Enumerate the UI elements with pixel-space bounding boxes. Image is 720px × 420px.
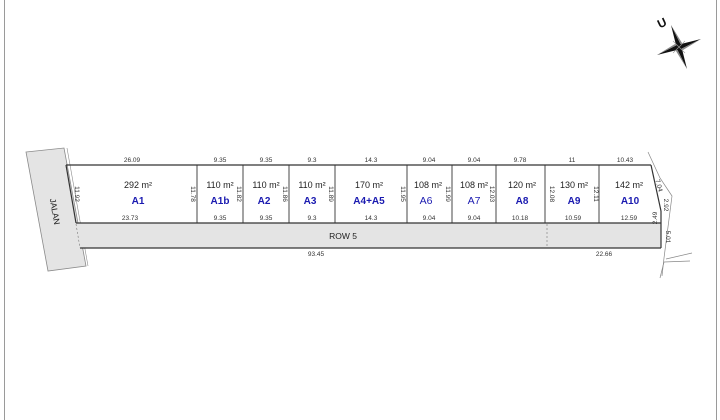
lot-a1b[interactable]: 9.35 110 m² A1b 9.35 11.82	[206, 157, 242, 222]
svg-text:A3: A3	[304, 196, 317, 207]
row5-strip: ROW 5	[75, 211, 662, 249]
svg-text:22.66: 22.66	[596, 251, 613, 258]
lot-a7[interactable]: 9.04 108 m² A7 9.04 12.03	[460, 157, 495, 222]
frame-left-border	[4, 0, 5, 420]
svg-text:5.01: 5.01	[664, 231, 671, 244]
svg-text:130 m²: 130 m²	[560, 180, 588, 190]
svg-text:108 m²: 108 m²	[414, 180, 442, 190]
svg-text:12.08: 12.08	[548, 186, 555, 203]
svg-text:170 m²: 170 m²	[355, 180, 383, 190]
svg-text:142 m²: 142 m²	[615, 180, 643, 190]
svg-text:2.92: 2.92	[662, 199, 669, 212]
lot-a4-a5[interactable]: 14.3 170 m² A4+A5 14.3 11.95	[353, 157, 406, 222]
svg-text:10.43: 10.43	[617, 157, 634, 164]
jalan-label: JALAN	[48, 198, 62, 226]
svg-text:11.92: 11.92	[73, 186, 80, 202]
lot-a6[interactable]: 9.04 108 m² A6 9.04 11.99	[414, 157, 451, 222]
lot-a9[interactable]: 11 130 m² A9 10.59 12.11	[560, 157, 599, 222]
lot-a2[interactable]: 9.35 110 m² A2 9.35 11.86	[252, 157, 288, 222]
svg-text:A8: A8	[516, 196, 529, 207]
svg-text:A4+A5: A4+A5	[353, 196, 385, 207]
svg-text:9.04: 9.04	[423, 157, 436, 164]
svg-text:9.35: 9.35	[214, 157, 227, 164]
row-label: ROW 5	[329, 231, 357, 241]
svg-text:9.35: 9.35	[214, 215, 227, 222]
svg-text:A1b: A1b	[211, 196, 230, 207]
lots-outline	[65, 164, 662, 224]
svg-text:9.35: 9.35	[260, 157, 273, 164]
svg-text:110 m²: 110 m²	[252, 180, 279, 190]
svg-text:A6: A6	[420, 195, 433, 207]
svg-text:9.04: 9.04	[468, 215, 481, 222]
svg-text:14.3: 14.3	[365, 157, 378, 164]
svg-text:9.3: 9.3	[307, 157, 316, 164]
svg-text:23.73: 23.73	[122, 215, 139, 222]
svg-text:A9: A9	[568, 196, 581, 207]
svg-text:108 m²: 108 m²	[460, 180, 488, 190]
svg-text:11.99: 11.99	[444, 186, 451, 202]
svg-text:12.03: 12.03	[488, 186, 495, 203]
north-arrow-icon: U	[655, 15, 701, 69]
lot-a1[interactable]: 26.09 292 m² A1 23.73 11.92 11.78	[73, 157, 196, 222]
north-label: U	[655, 15, 669, 31]
svg-text:12.59: 12.59	[621, 215, 638, 222]
svg-text:9.04: 9.04	[423, 215, 436, 222]
svg-text:12.11: 12.11	[592, 186, 599, 202]
svg-text:10.18: 10.18	[512, 215, 529, 222]
svg-text:9.35: 9.35	[260, 215, 273, 222]
svg-text:A2: A2	[258, 196, 271, 207]
svg-text:11.95: 11.95	[399, 186, 406, 202]
side-road-right	[647, 151, 693, 279]
svg-text:9.04: 9.04	[468, 157, 481, 164]
lot-a8[interactable]: 9.78 120 m² A8 10.18 12.08	[508, 157, 555, 222]
svg-text:9.3: 9.3	[307, 215, 316, 222]
svg-text:7.04: 7.04	[653, 179, 663, 193]
svg-text:11.89: 11.89	[327, 186, 334, 202]
svg-text:292 m²: 292 m²	[124, 180, 152, 190]
svg-text:10.59: 10.59	[565, 215, 582, 222]
svg-text:A10: A10	[621, 196, 640, 207]
svg-text:11.78: 11.78	[189, 186, 196, 202]
svg-text:14.3: 14.3	[365, 215, 378, 222]
svg-text:110 m²: 110 m²	[298, 180, 325, 190]
frame-right-border	[716, 0, 717, 420]
lot-a3[interactable]: 9.3 110 m² A3 9.3 11.89	[298, 157, 334, 222]
svg-text:120 m²: 120 m²	[508, 180, 536, 190]
jalan-road: JALAN	[25, 147, 89, 272]
svg-text:2.49: 2.49	[652, 211, 659, 224]
row-dimensions: 93.45 22.66 5.01 2.92	[308, 199, 671, 258]
svg-text:11: 11	[569, 157, 576, 164]
svg-text:9.78: 9.78	[514, 157, 527, 164]
svg-text:26.09: 26.09	[124, 157, 141, 164]
svg-text:A1: A1	[132, 196, 145, 207]
svg-text:11.86: 11.86	[281, 186, 288, 202]
svg-text:11.82: 11.82	[235, 186, 242, 202]
svg-text:93.45: 93.45	[308, 251, 325, 258]
lot-a10[interactable]: 10.43 142 m² A10 12.59 7.04 2.49	[615, 157, 664, 224]
svg-text:110 m²: 110 m²	[206, 180, 233, 190]
svg-text:A7: A7	[468, 195, 481, 207]
